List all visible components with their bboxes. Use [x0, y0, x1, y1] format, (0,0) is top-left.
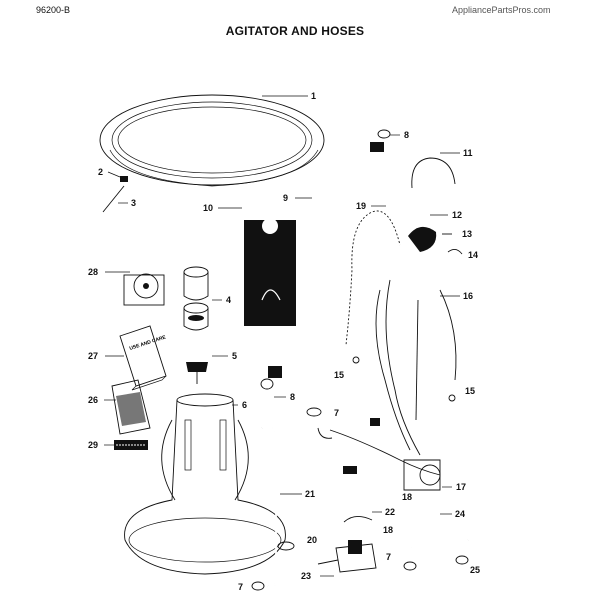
part-17-pump[interactable] — [403, 459, 441, 491]
part-27-manual[interactable]: USE AND CARE — [119, 325, 168, 391]
part-23-water-valve[interactable] — [317, 540, 377, 573]
callout-13: 13 — [462, 229, 472, 239]
part-20-clamp[interactable] — [277, 541, 295, 551]
part-7-clamp-lower[interactable] — [251, 581, 265, 591]
callout-24: 24 — [455, 509, 465, 519]
callout-14: 14 — [468, 250, 478, 260]
callout-28: 28 — [88, 267, 98, 277]
callout-5: 5 — [232, 351, 237, 361]
part-7-clamp-right[interactable] — [403, 561, 417, 571]
part-3-screw[interactable] — [102, 185, 125, 213]
site-watermark: AppliancePartsPros.com — [452, 5, 551, 15]
callout-10: 10 — [203, 203, 213, 213]
callout-1: 1 — [311, 91, 316, 101]
callout-29: 29 — [88, 440, 98, 450]
part-24-hose[interactable] — [410, 518, 471, 549]
part-16-tube[interactable] — [415, 299, 432, 421]
part-19-drain-hose[interactable] — [345, 209, 401, 346]
callout-6: 6 — [242, 400, 247, 410]
diagram-code: 96200-B — [36, 5, 71, 15]
part-15-clip-left[interactable] — [352, 356, 360, 364]
part-2-nut[interactable] — [120, 176, 128, 182]
callout-16: 16 — [463, 291, 473, 301]
part-25-clamp[interactable] — [455, 555, 469, 565]
callout-3: 3 — [131, 198, 136, 208]
callout-18-pump: 18 — [402, 492, 412, 502]
part-21-hose[interactable] — [261, 424, 277, 588]
part-8-grommet[interactable] — [377, 129, 391, 139]
callout-21: 21 — [305, 489, 315, 499]
part-7-clamp-upper[interactable] — [306, 407, 322, 417]
part-22-clip[interactable] — [343, 516, 373, 523]
callout-8-bottom: 8 — [290, 392, 295, 402]
part-29-label[interactable] — [114, 440, 148, 450]
part-9-hose[interactable] — [268, 142, 384, 378]
callout-15-left: 15 — [334, 370, 344, 380]
part-1-tub-ring[interactable] — [99, 94, 325, 187]
wiring-harness[interactable] — [317, 279, 457, 476]
part-28-cd[interactable] — [123, 273, 165, 306]
part-4-bearings[interactable] — [183, 266, 209, 331]
callout-15-right: 15 — [465, 386, 475, 396]
callout-7-lower: 7 — [238, 582, 243, 592]
callout-7-right: 7 — [386, 552, 391, 562]
manual-cover-text: USE AND CARE — [129, 334, 168, 352]
callout-7-upper: 7 — [334, 408, 339, 418]
part-11-hook[interactable] — [411, 157, 456, 189]
part-6-agitator[interactable] — [124, 393, 286, 575]
part-8-grommet-lower[interactable] — [260, 378, 274, 390]
callout-22: 22 — [385, 507, 395, 517]
callout-2: 2 — [98, 167, 103, 177]
callout-27: 27 — [88, 351, 98, 361]
callout-26: 26 — [88, 395, 98, 405]
callout-25: 25 — [470, 565, 480, 575]
callout-4: 4 — [226, 295, 231, 305]
callout-18-lower: 18 — [383, 525, 393, 535]
diagram-title: AGITATOR AND HOSES — [225, 24, 365, 38]
part-10-shield[interactable] — [244, 218, 296, 326]
part-14-clip[interactable] — [447, 249, 463, 255]
callout-8-top: 8 — [404, 130, 409, 140]
part-5-bolt[interactable] — [186, 362, 208, 384]
callout-23: 23 — [301, 571, 311, 581]
callout-19: 19 — [356, 201, 366, 211]
callout-17: 17 — [456, 482, 466, 492]
part-26-parts-bag[interactable] — [111, 379, 151, 435]
part-12-fitting[interactable] — [408, 226, 437, 252]
callout-9: 9 — [283, 193, 288, 203]
callout-11: 11 — [463, 148, 473, 158]
callout-20: 20 — [307, 535, 317, 545]
callout-12: 12 — [452, 210, 462, 220]
part-15-clip-right[interactable] — [448, 394, 456, 402]
